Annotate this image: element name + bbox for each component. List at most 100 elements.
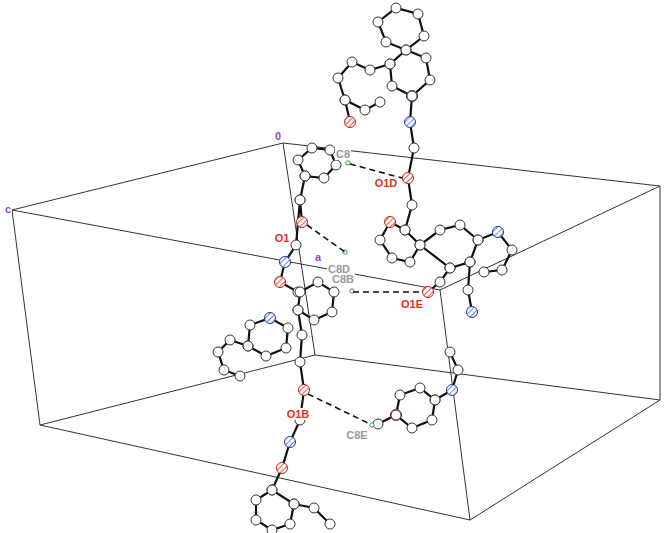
carbon-atom [329, 287, 339, 297]
carbon-atom [251, 515, 261, 525]
carbon-atom [243, 341, 253, 351]
carbon-atom [293, 305, 303, 315]
carbon-atom [291, 240, 301, 250]
nitrogen-atom [407, 91, 418, 102]
carbon-atom [360, 105, 370, 115]
carbon-atom [333, 73, 343, 83]
oxygen-atom [423, 287, 434, 298]
atom-label: C8B [331, 273, 355, 285]
carbon-atom [261, 351, 271, 361]
carbon-atom [445, 347, 455, 357]
carbon-atom [267, 525, 277, 533]
carbon-atom [309, 503, 319, 513]
carbon-atom [219, 365, 229, 375]
axis-label: a [314, 251, 322, 263]
unit-cell [12, 143, 660, 520]
carbon-atom [300, 171, 310, 181]
oxygen-atom [403, 173, 414, 184]
carbon-atom [409, 143, 419, 153]
nitrogen-atom [265, 313, 276, 324]
carbon-atom [407, 91, 417, 101]
atom-label: O1E [400, 298, 424, 310]
carbon-atom [293, 305, 303, 315]
carbon-atom [415, 240, 425, 250]
carbon-atom [325, 519, 335, 529]
axis-label: c [4, 203, 12, 215]
carbon-atom [297, 330, 307, 340]
nitrogen-atom [280, 257, 291, 268]
carbon-atom [243, 341, 253, 351]
carbon-atom [365, 65, 375, 75]
bond [338, 62, 390, 110]
oxygen-atom [299, 385, 310, 396]
carbon-atom [309, 315, 319, 325]
carbon-atom [327, 307, 337, 317]
carbon-atom [421, 53, 431, 63]
carbon-atom [407, 423, 417, 433]
bond [380, 222, 420, 262]
carbon-atom [289, 499, 299, 509]
carbon-atom [347, 57, 357, 67]
carbon-atom [381, 37, 391, 47]
carbon-atom [385, 59, 395, 69]
carbon-atom [283, 323, 293, 333]
carbon-atom [213, 347, 223, 357]
carbon-atom [267, 485, 277, 495]
carbon-atom [307, 143, 317, 153]
carbon-atom [251, 495, 261, 505]
bond [256, 490, 294, 530]
carbon-atom [407, 200, 417, 210]
carbon-atom [373, 17, 383, 27]
carbon-atom [385, 59, 395, 69]
carbon-atom [391, 3, 401, 13]
carbon-atom [413, 9, 423, 19]
oxygen-atom [297, 217, 308, 228]
carbon-atom [465, 257, 475, 267]
carbon-atom [295, 357, 305, 367]
carbon-atom [225, 335, 235, 345]
carbon-atom [425, 75, 435, 85]
carbon-atom [293, 155, 303, 165]
carbon-atom [415, 383, 425, 393]
carbon-atom [400, 225, 410, 235]
atom-label: O1 [274, 232, 291, 244]
carbon-atom [455, 220, 465, 230]
carbon-atom [387, 253, 397, 263]
carbon-atom [430, 395, 440, 405]
carbon-atom [245, 320, 255, 330]
atom-label: C8E [345, 429, 368, 441]
oxygen-atom [277, 463, 288, 474]
nitrogen-atom [493, 227, 504, 238]
molecules [213, 3, 517, 533]
carbon-atom [473, 235, 483, 245]
bond [420, 225, 478, 268]
nitrogen-atom [467, 307, 478, 318]
oxygen-atom [345, 117, 356, 128]
hydrogen-atom [346, 161, 350, 165]
carbon-atom [479, 267, 489, 277]
carbon-atom [300, 171, 310, 181]
carbon-atom [453, 365, 463, 375]
carbon-atom [445, 263, 455, 273]
carbon-atom [395, 390, 405, 400]
carbon-atom [473, 235, 483, 245]
carbon-atom [465, 257, 475, 267]
carbon-atom [435, 277, 445, 287]
carbon-atom [400, 225, 410, 235]
bond [435, 352, 458, 400]
nitrogen-atom [405, 117, 416, 128]
carbon-atom [391, 410, 401, 420]
carbon-atom [427, 415, 437, 425]
atom-label: O1D [374, 177, 399, 189]
nitrogen-atom [285, 437, 296, 448]
carbon-atom [463, 285, 473, 295]
atom-label: O1B [286, 408, 311, 420]
carbon-atom [295, 287, 305, 297]
carbon-atom [401, 45, 411, 55]
carbon-atom [507, 245, 517, 255]
oxygen-atom [391, 410, 402, 421]
carbon-atom [415, 240, 425, 250]
carbon-atom [375, 235, 385, 245]
carbon-atom [289, 499, 299, 509]
